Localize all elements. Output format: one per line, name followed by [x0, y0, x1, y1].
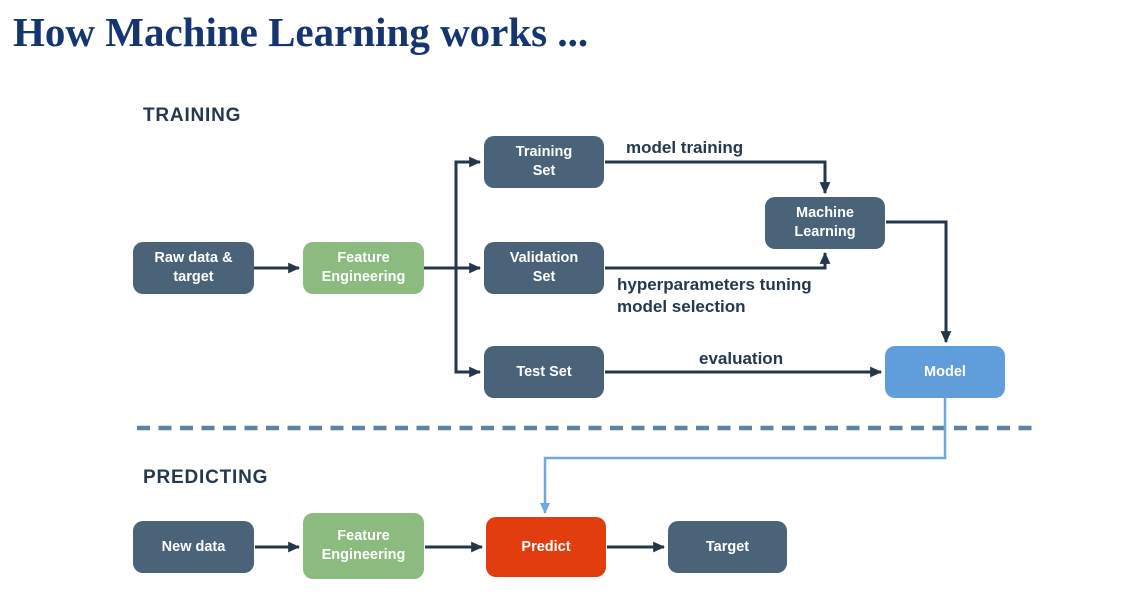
training-section-label: TRAINING	[143, 105, 242, 126]
node-training-set: Training Set	[484, 136, 604, 188]
edge-ml-to-model	[886, 220, 952, 344]
page-title: How Machine Learning works ...	[13, 9, 589, 55]
edge-label-hyperparameters-tuning: hyperparameters tuning	[617, 275, 812, 294]
node-feature-engineering-predicting: Feature Engineering	[303, 513, 424, 579]
node-raw-data-target: Raw data & target	[133, 242, 254, 294]
edge-label-evaluation: evaluation	[699, 349, 784, 368]
predicting-section-label: PREDICTING	[143, 467, 269, 488]
node-predict: Predict	[486, 517, 606, 577]
node-machine-learning: Machine Learning	[765, 197, 885, 249]
edge-fe-to-training-set	[454, 156, 482, 268]
edge-validation-to-ml	[605, 251, 831, 270]
edge-label-model-training: model training	[626, 138, 744, 157]
edge-model-to-predict	[540, 398, 947, 514]
edge-trainingset-to-ml	[605, 160, 831, 195]
edge-label-model-selection: model selection	[617, 297, 746, 316]
node-model: Model	[885, 346, 1005, 398]
node-target: Target	[668, 521, 787, 573]
node-validation-set: Validation Set	[484, 242, 604, 294]
edge-fe-to-test-set	[454, 268, 482, 378]
node-test-set: Test Set	[484, 346, 604, 398]
node-feature-engineering-training: Feature Engineering	[303, 242, 424, 294]
node-new-data: New data	[133, 521, 254, 573]
